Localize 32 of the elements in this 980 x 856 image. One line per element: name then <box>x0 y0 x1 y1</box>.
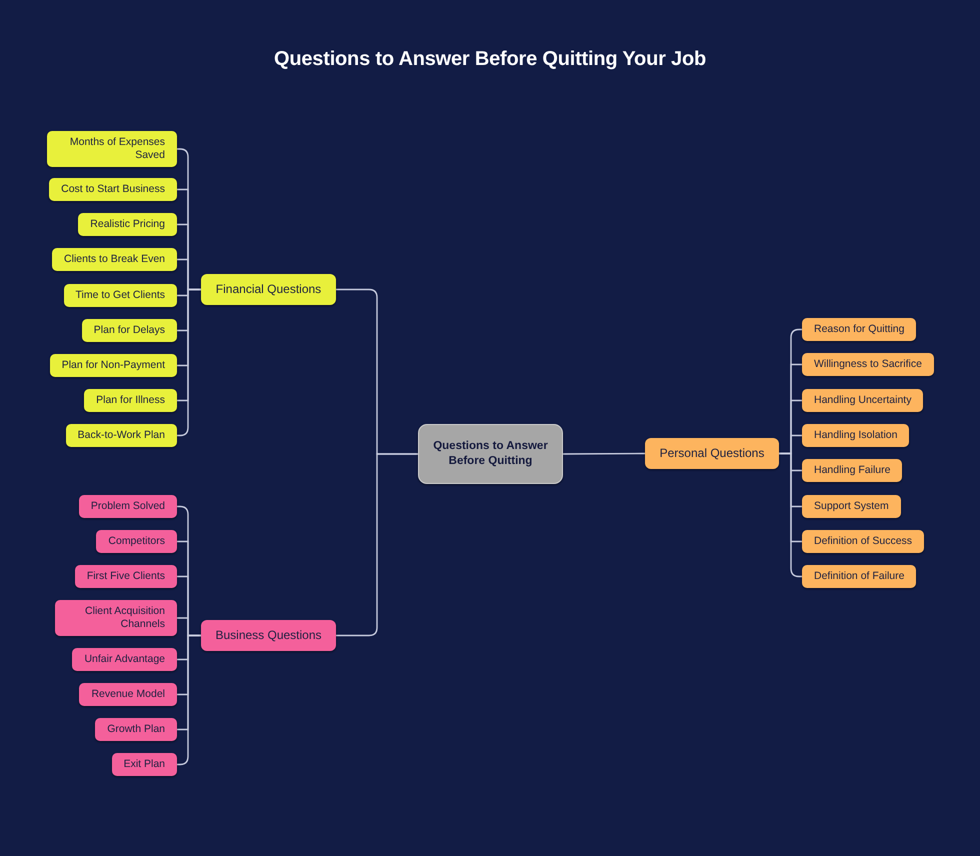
branch-topic-box: Business Questions <box>201 620 336 651</box>
question-box: Definition of Failure <box>802 565 916 588</box>
question-box: Plan for Illness <box>84 389 177 412</box>
question-box: Unfair Advantage <box>72 648 177 671</box>
question-box: Time to Get Clients <box>64 284 177 307</box>
question-box: Problem Solved <box>78 495 177 518</box>
question-box: Willingness to Sacrifice <box>802 353 934 376</box>
question-box: Client Acquisition Channels <box>55 600 177 636</box>
question-box: Reason for Quitting <box>802 318 916 341</box>
question-box: Handling Failure <box>802 459 902 482</box>
question-box: Handling Uncertainty <box>802 389 924 412</box>
branch-topic-box: Financial Questions <box>201 274 336 305</box>
question-box: Competitors <box>96 530 177 553</box>
connector-line <box>563 452 645 455</box>
question-box: Growth Plan <box>95 718 177 741</box>
question-box: Definition of Success <box>802 530 924 553</box>
question-box: Back-to-Work Plan <box>66 424 177 447</box>
branch-topic-box: Personal Questions <box>645 438 779 469</box>
question-box: Handling Isolation <box>802 424 910 447</box>
question-box: First Five Clients <box>74 565 177 588</box>
question-box: Months of Expenses Saved <box>47 131 177 167</box>
question-box: Support System <box>802 495 901 518</box>
question-box: Realistic Pricing <box>78 213 177 236</box>
question-box: Cost to Start Business <box>49 178 177 201</box>
question-box: Plan for Delays <box>82 319 177 342</box>
question-box: Revenue Model <box>79 683 177 706</box>
diagram-title: Questions to Answer Before Quitting Your Job <box>274 47 706 72</box>
connector-line <box>336 453 418 636</box>
question-box: Plan for Non-Payment <box>50 354 177 377</box>
question-box: Exit Plan <box>112 753 177 776</box>
central-topic-box: Questions to Answer Before Quitting <box>418 424 563 484</box>
question-box: Clients to Break Even <box>52 248 177 271</box>
